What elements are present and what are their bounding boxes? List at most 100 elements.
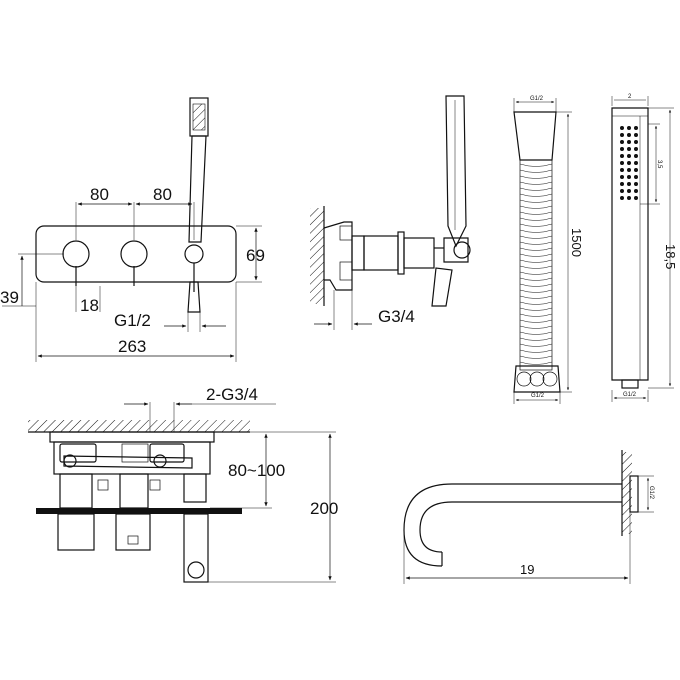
spray-dot [627, 189, 631, 193]
dim-18: 18 [80, 296, 99, 315]
spray-dot [627, 175, 631, 179]
hose-coil-segment [519, 223, 553, 227]
front-view: 80 80 69 39 18 G1/2 263 [0, 97, 265, 362]
spray-dot [627, 133, 631, 137]
hose-coil-segment [519, 307, 553, 311]
spray-dot [634, 161, 638, 165]
spray-dot [634, 189, 638, 193]
spray-dot [627, 161, 631, 165]
spray-dot [634, 140, 638, 144]
dim-spout-flange: G1/2 [648, 486, 654, 500]
spray-dot [620, 147, 624, 151]
spray-dot [627, 182, 631, 186]
dim-2g34: 2-G3/4 [206, 385, 258, 404]
handle-left [62, 240, 90, 268]
hose-coil-segment [519, 283, 553, 287]
hose-coil-segment [519, 211, 553, 215]
dim-200: 200 [310, 499, 338, 518]
dim-80-100: 80~100 [228, 461, 285, 480]
hose-coil-segment [519, 271, 553, 275]
dim-g34-side: G3/4 [378, 307, 415, 326]
hose-coil-segment [519, 229, 553, 233]
hose-coil [519, 163, 553, 365]
dim-g12-front: G1/2 [114, 311, 151, 330]
spray-dot [627, 126, 631, 130]
handle-right [120, 240, 148, 268]
hose-coil-segment [519, 313, 553, 317]
spray-dot [620, 126, 624, 130]
hose-coil-segment [519, 331, 553, 335]
spray-dot [627, 140, 631, 144]
install-view: 2-G3/4 80~100 200 [28, 385, 338, 583]
spray-dot [634, 147, 638, 151]
hose-coil-segment [519, 295, 553, 299]
spray-dot [634, 133, 638, 137]
dim-hs-top: 2 [628, 94, 632, 100]
hose-coil-segment [519, 169, 553, 173]
hose-coil-segment [519, 337, 553, 341]
spray-dot [634, 154, 638, 158]
spray-dot [620, 168, 624, 172]
dim-263: 263 [118, 337, 146, 356]
hose-coil-segment [519, 187, 553, 191]
hose-coil-segment [519, 325, 553, 329]
hose-coil-segment [519, 163, 553, 167]
hose-coil-segment [519, 361, 553, 365]
dim-80-right: 80 [153, 185, 172, 204]
spray-dot [620, 161, 624, 165]
hose-coil-segment [519, 181, 553, 185]
spray-dot [634, 175, 638, 179]
spray-dot [620, 182, 624, 186]
hose-coil-segment [519, 265, 553, 269]
dim-hose-bottom: G1/2 [531, 393, 545, 399]
dim-39: 39 [0, 288, 19, 307]
hose-coil-segment [519, 301, 553, 305]
dim-80-left: 80 [90, 185, 109, 204]
hose-coil-segment [519, 193, 553, 197]
dim-35: 3,5 [656, 160, 662, 169]
spray-dot [620, 133, 624, 137]
hose-coil-segment [519, 259, 553, 263]
hose-coil-segment [519, 247, 553, 251]
dim-hose-top: G1/2 [530, 96, 544, 102]
spray-dot [634, 168, 638, 172]
spray-dot [627, 147, 631, 151]
hose-coil-segment [519, 241, 553, 245]
dim-185: 18,5 [663, 244, 678, 269]
spray-dot [627, 196, 631, 200]
dim-69: 69 [246, 246, 265, 265]
hose-coil-segment [519, 253, 553, 257]
hose-coil-segment [519, 355, 553, 359]
spray-dot [620, 140, 624, 144]
spray-dot [634, 196, 638, 200]
hose-coil-segment [519, 235, 553, 239]
wall-plate [35, 225, 237, 283]
side-view: G3/4 [310, 95, 471, 330]
spray-dot [620, 154, 624, 158]
hose-coil-segment [519, 349, 553, 353]
hose-coil-segment [519, 217, 553, 221]
dim-19: 19 [520, 562, 534, 577]
hose-coil-segment [519, 277, 553, 281]
dim-hs-bottom: G1/2 [623, 392, 637, 398]
hose-coil-segment [519, 205, 553, 209]
hose-coil-segment [519, 319, 553, 323]
dim-1500: 1500 [569, 228, 584, 257]
spray-dot [634, 182, 638, 186]
hose-coil-segment [519, 175, 553, 179]
spray-dot [634, 126, 638, 130]
spray-dot [620, 175, 624, 179]
spray-dots [620, 126, 638, 200]
handshower-view: 2 3,5 18,5 G1/2 [611, 94, 678, 402]
hose-coil-segment [519, 343, 553, 347]
hose-view: G1/2 1500 G1/2 [513, 96, 584, 404]
spout-view: G1/2 19 [403, 450, 654, 584]
spray-dot [627, 168, 631, 172]
shower-bracket [184, 244, 204, 264]
hose-coil-segment [519, 289, 553, 293]
spray-dot [620, 189, 624, 193]
hose-coil-segment [519, 199, 553, 203]
spray-dot [620, 196, 624, 200]
